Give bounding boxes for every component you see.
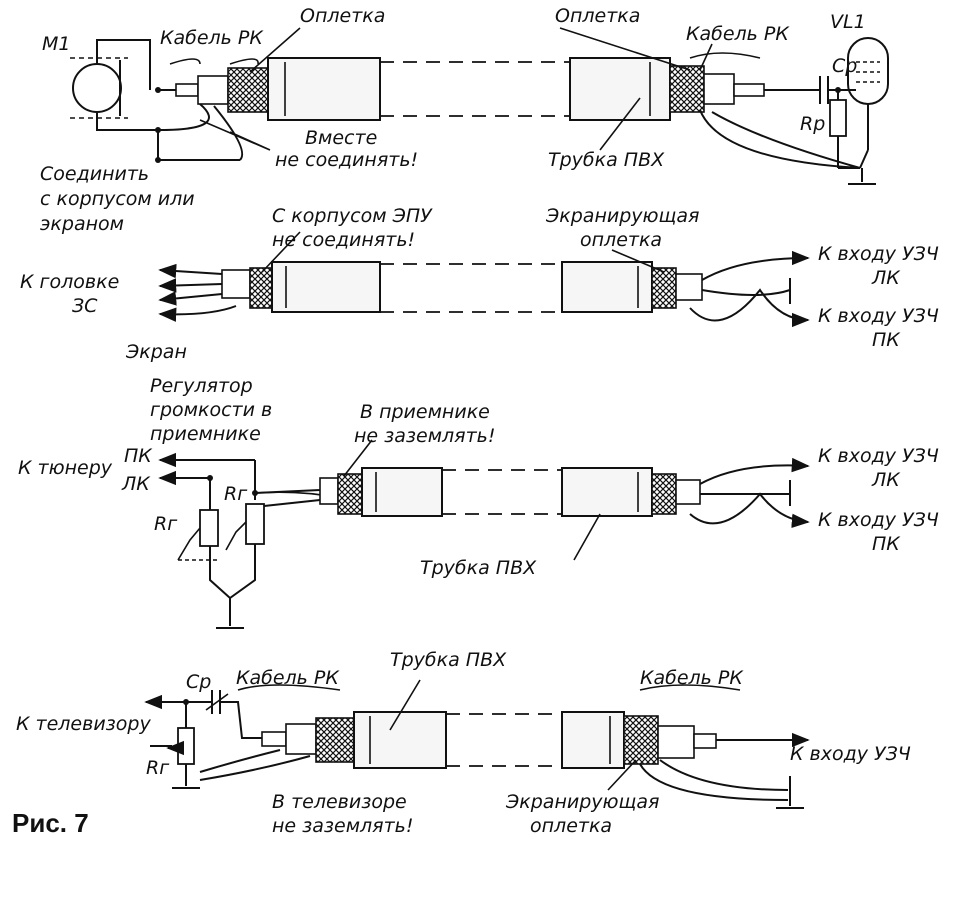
p4-shield-1: Экранирующая [505, 791, 659, 813]
tuner-label: К тюнеру [18, 457, 113, 479]
note-together-1: Вместе [305, 127, 377, 149]
p4-ground-1: В телевизоре [272, 791, 407, 813]
braid-left-label: Оплетка [300, 5, 385, 27]
out-lk-2: ЛК [871, 267, 901, 289]
out-lk-1: К входу УЗЧ [818, 243, 939, 265]
shield-1: Экранирующая [545, 205, 699, 227]
m1-label: M1 [42, 33, 70, 55]
p4-shield-2: оплетка [530, 815, 612, 837]
p3-out-lk-2: ЛК [871, 469, 901, 491]
p4-rg-label: Rг [146, 757, 170, 779]
connect-1: Соединить [40, 163, 149, 185]
shield-2: оплетка [580, 229, 662, 251]
out-pk-1: К входу УЗЧ [818, 305, 939, 327]
head-1: К головке [20, 271, 119, 293]
housing-1: С корпусом ЭПУ [272, 205, 433, 227]
p4-cable-left: Кабель РК [236, 667, 340, 689]
braid-right-label: Оплетка [555, 5, 640, 27]
p3-out-lk-1: К входу УЗЧ [818, 445, 939, 467]
cable-left-label: Кабель РК [160, 27, 264, 49]
p4-ground-2: не заземлять! [272, 815, 413, 837]
vol-3: приемнике [150, 423, 261, 445]
out-pk-2: ПК [872, 329, 901, 351]
rg-left-label: Rг [154, 513, 178, 535]
cable-right-label: Кабель РК [686, 23, 790, 45]
screen-label: Экран [125, 341, 187, 363]
connect-2: с корпусом или [40, 188, 195, 210]
microphone-icon [70, 39, 160, 131]
connect-3: экраном [40, 213, 124, 235]
p4-out-label: К входу УЗЧ [790, 743, 911, 765]
vol-2: громкости в [150, 399, 272, 421]
head-2: ЗС [72, 295, 98, 317]
housing-2: не соединять! [272, 229, 415, 251]
panel-4: Cp Кабель РК Трубка ПВХ Кабель РК К теле… [16, 649, 911, 837]
tube-label-3: Трубка ПВХ [420, 557, 537, 579]
vol-1: Регулятор [150, 375, 253, 397]
tube-label-1: Трубка ПВХ [548, 149, 665, 171]
rg-top-label: Rг [224, 483, 248, 505]
p3-out-pk-1: К входу УЗЧ [818, 509, 939, 531]
pk-label: ПК [124, 445, 153, 467]
p4-cable-right: Кабель РК [640, 667, 744, 689]
figure-caption: Рис. 7 [12, 808, 89, 838]
lk-label: ЛК [121, 473, 151, 495]
p3-out-pk-2: ПК [872, 533, 901, 555]
note-together-2: не соединять! [275, 149, 418, 171]
ground-note-2: не заземлять! [354, 425, 495, 447]
vacuum-tube-icon [846, 37, 889, 150]
ground-note-1: В приемнике [360, 401, 490, 423]
p4-cp-label: Cp [186, 671, 211, 693]
panel-1: M1 Кабель РК Оплетка Оплетка Кабель РК V… [40, 5, 889, 235]
panel-3: Регулятор громкости в приемнике В приемн… [18, 375, 939, 629]
vl1-label: VL1 [830, 11, 866, 33]
rp-label: Rp [800, 113, 825, 135]
p4-tube-label: Трубка ПВХ [390, 649, 507, 671]
cp-label: Cp [832, 55, 857, 77]
tv-label: К телевизору [16, 713, 151, 735]
panel-2: С корпусом ЭПУ не соединять! Экранирующа… [20, 205, 939, 363]
